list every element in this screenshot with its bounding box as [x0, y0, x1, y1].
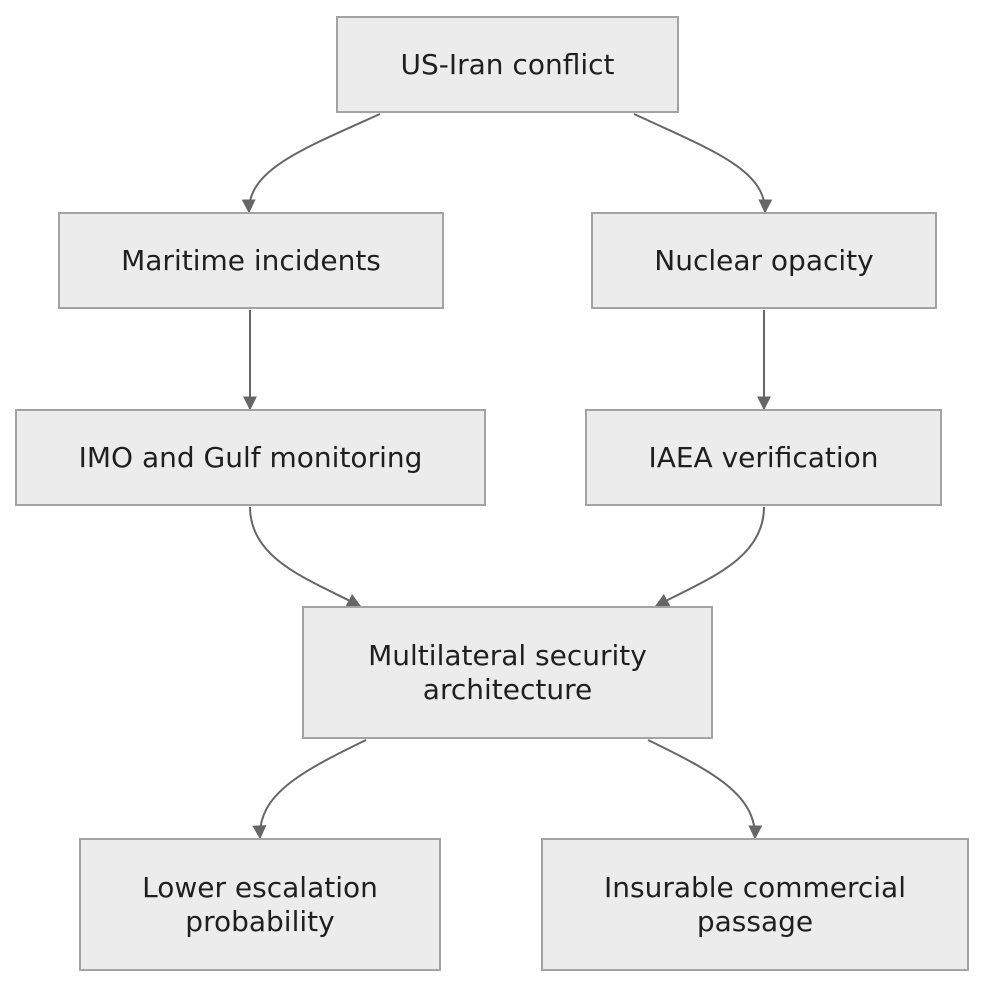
edge-multilateral-to-lower: [252, 739, 367, 840]
node-insurable-commercial-passage: Insurable commercial passage: [541, 838, 969, 971]
node-label: IAEA verification: [648, 440, 879, 474]
node-iaea-verification: IAEA verification: [585, 409, 942, 506]
node-maritime-incidents: Maritime incidents: [58, 212, 444, 309]
node-label: US-Iran conflict: [400, 47, 615, 81]
edge-conflict-to-maritime: [241, 113, 381, 214]
node-multilateral-security-architecture: Multilateral security architecture: [302, 606, 713, 739]
node-label-line-2: probability: [185, 904, 335, 938]
node-label-line-2: passage: [696, 904, 814, 938]
node-us-iran-conflict: US-Iran conflict: [336, 16, 679, 113]
node-label-line-1: Lower escalation: [142, 870, 378, 904]
edge-conflict-to-nuclear: [633, 113, 773, 214]
edge-multilateral-to-insurable: [647, 739, 763, 840]
node-imo-gulf-monitoring: IMO and Gulf monitoring: [15, 409, 486, 506]
node-nuclear-opacity: Nuclear opacity: [591, 212, 937, 309]
edge-iaea-to-multilateral: [654, 506, 765, 607]
node-label: Maritime incidents: [121, 243, 381, 277]
node-label-line-1: Insurable commercial: [604, 870, 906, 904]
edge-imo-to-multilateral: [249, 506, 362, 607]
node-label-line-1: Multilateral security: [368, 638, 647, 672]
node-label: Nuclear opacity: [654, 243, 874, 277]
node-lower-escalation-probability: Lower escalation probability: [79, 838, 441, 971]
node-label: IMO and Gulf monitoring: [78, 440, 423, 474]
node-label-line-2: architecture: [422, 672, 593, 706]
